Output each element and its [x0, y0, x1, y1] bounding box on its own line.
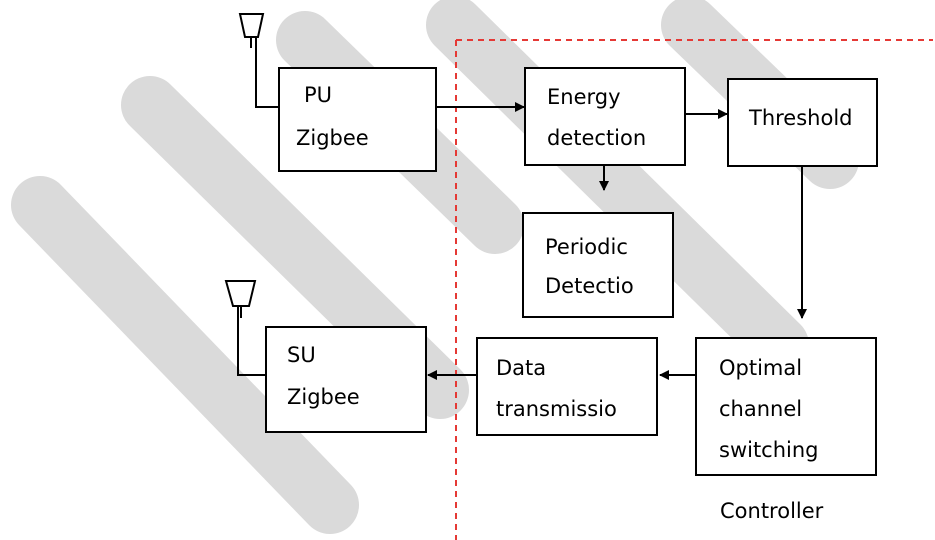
optimal-channel-switching-label-line2: channel [719, 397, 803, 421]
data-transmission-label-line2: transmissio [496, 397, 617, 421]
periodic-detection-label-line1: Periodic [545, 235, 628, 259]
energy-detection-label-line2: detection [547, 126, 647, 150]
energy-detection-block: Energy detection [524, 67, 686, 166]
threshold-label: Threshold [749, 106, 853, 130]
watermark-stripe [426, 0, 809, 374]
energy-detection-label-line1: Energy [547, 85, 621, 109]
su-zigbee-label-line1: SU [287, 343, 316, 367]
data-transmission-block: Data transmissio [476, 337, 658, 436]
su-antenna-icon [224, 280, 265, 376]
pu-zigbee-block: PU Zigbee [278, 67, 437, 172]
data-transmission-label-line1: Data [496, 356, 547, 380]
periodic-detection-block: Periodic Detectio [522, 212, 674, 318]
pu-zigbee-label-line1: PU [304, 83, 333, 107]
pu-zigbee-label-line2: Zigbee [296, 126, 369, 150]
threshold-block: Threshold [727, 78, 878, 167]
optimal-channel-switching-block: Optimal channel switching [695, 337, 877, 476]
pu-antenna-icon [238, 13, 278, 108]
su-zigbee-block: SU Zigbee [265, 326, 427, 433]
optimal-channel-switching-label-line3: switching [719, 438, 819, 462]
su-zigbee-label-line2: Zigbee [287, 385, 360, 409]
optimal-channel-switching-label-line1: Optimal [719, 356, 803, 380]
periodic-detection-label-line2: Detectio [545, 274, 634, 298]
controller-label: Controller [720, 499, 824, 523]
watermark-stripe [11, 176, 359, 534]
